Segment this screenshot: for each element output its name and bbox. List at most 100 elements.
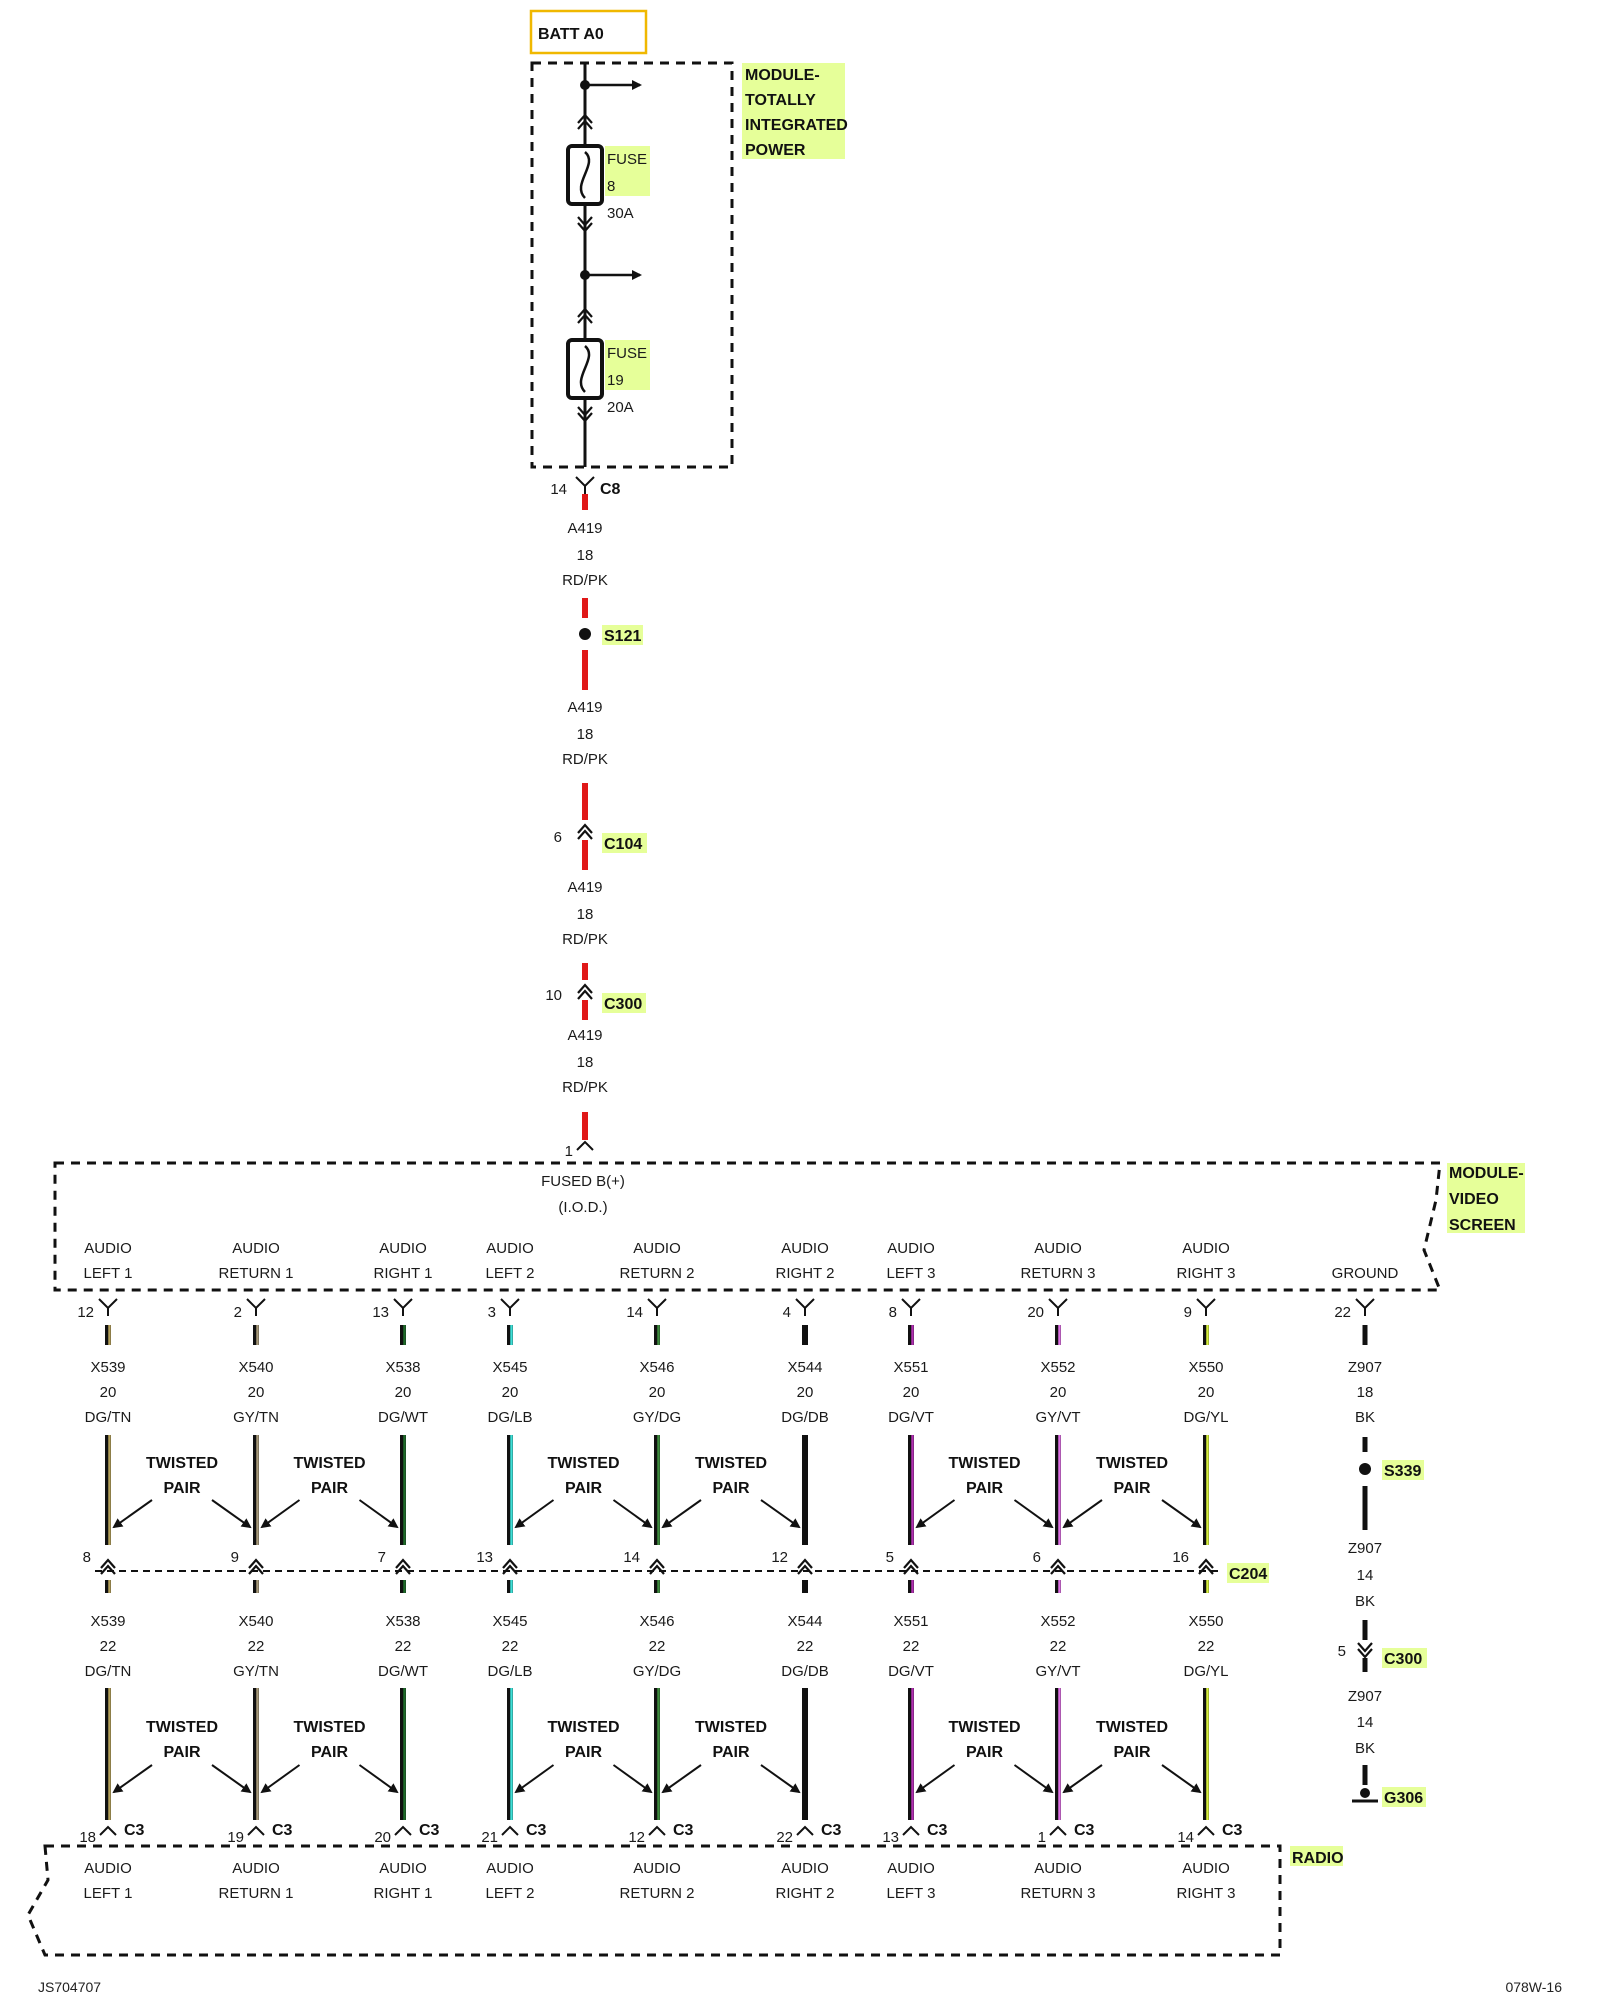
wire-gauge: 22 xyxy=(502,1638,519,1655)
twisted-pair-label: PAIR xyxy=(565,1480,602,1497)
module-pin: 3 xyxy=(488,1304,496,1321)
c3-name: C3 xyxy=(927,1822,948,1839)
wire-gauge: 20 xyxy=(1050,1384,1067,1401)
channel-name: AUDIO xyxy=(633,1240,681,1257)
wire-gauge: 22 xyxy=(395,1638,412,1655)
wire-circuit: X551 xyxy=(893,1359,928,1376)
radio-terminal xyxy=(247,1825,265,1836)
twisted-pair-label: TWISTED xyxy=(146,1719,218,1736)
ground-color: BK xyxy=(1355,1740,1375,1757)
twisted-pair-arrow xyxy=(358,1499,399,1529)
radio-label: AUDIO xyxy=(633,1860,681,1877)
c8-name: C8 xyxy=(600,481,621,498)
radio-label: RIGHT 2 xyxy=(776,1885,835,1902)
wire-color-code: GY/DG xyxy=(633,1409,681,1426)
ground-gauge: 14 xyxy=(1357,1567,1374,1584)
module-terminal xyxy=(901,1298,921,1316)
c204-pin: 8 xyxy=(83,1549,91,1566)
twisted-pair-label: PAIR xyxy=(311,1480,348,1497)
fuse-number: 8 xyxy=(607,178,615,195)
radio-pin: 1 xyxy=(1038,1829,1046,1846)
c204-name: C204 xyxy=(1229,1566,1267,1583)
fused-b-sub: (I.O.D.) xyxy=(558,1199,607,1216)
wire-color-code: DG/YL xyxy=(1183,1409,1228,1426)
wire-gauge: 22 xyxy=(903,1638,920,1655)
twisted-pair-arrow xyxy=(211,1499,252,1529)
radio-label: LEFT 1 xyxy=(84,1885,133,1902)
tipm-name-line: POWER xyxy=(745,142,806,159)
radio-label: RETURN 2 xyxy=(619,1885,694,1902)
c204-pin: 16 xyxy=(1172,1549,1189,1566)
feed-wire-gauge: 18 xyxy=(577,726,594,743)
radio-name: RADIO xyxy=(1292,1850,1344,1867)
twisted-pair-label: PAIR xyxy=(712,1480,749,1497)
fuse-label: FUSE xyxy=(607,345,647,362)
channel-name: AUDIO xyxy=(84,1240,132,1257)
feed-wire-circuit: A419 xyxy=(567,1027,602,1044)
radio-pin: 19 xyxy=(227,1829,244,1846)
wire-color-code: DG/TN xyxy=(85,1409,132,1426)
c104-name: C104 xyxy=(604,836,642,853)
c300-highlight xyxy=(602,993,646,1013)
radio-terminal xyxy=(648,1825,666,1836)
twisted-pair-arrow xyxy=(1013,1499,1054,1529)
wire-circuit: X544 xyxy=(787,1359,822,1376)
wire-gauge: 20 xyxy=(395,1384,412,1401)
module-pin: 2 xyxy=(234,1304,242,1321)
feed-wire-circuit: A419 xyxy=(567,879,602,896)
radio-label: AUDIO xyxy=(84,1860,132,1877)
feed-wire-color: RD/PK xyxy=(562,1079,608,1096)
twisted-pair-arrow xyxy=(1013,1764,1054,1794)
g306-highlight xyxy=(1382,1787,1426,1807)
wire-gauge: 22 xyxy=(649,1638,666,1655)
wire-color-code: GY/VT xyxy=(1035,1409,1080,1426)
radio-module-border xyxy=(26,1844,1282,1957)
wire-gauge: 20 xyxy=(1198,1384,1215,1401)
channel-name: AUDIO xyxy=(379,1240,427,1257)
s121-highlight xyxy=(602,625,643,645)
radio-pin: 18 xyxy=(79,1829,96,1846)
radio-label: AUDIO xyxy=(486,1860,534,1877)
fuse-label: FUSE xyxy=(607,151,647,168)
twisted-pair-arrow xyxy=(514,1764,555,1794)
wire-color-code: DG/LB xyxy=(487,1663,532,1680)
channel-name: LEFT 2 xyxy=(486,1265,535,1282)
wire-color-code: DG/WT xyxy=(378,1663,428,1680)
wire-color-code: DG/YL xyxy=(1183,1663,1228,1680)
wire-circuit: X545 xyxy=(492,1359,527,1376)
module-terminal xyxy=(500,1298,520,1316)
fuse-lower-chevron xyxy=(577,216,593,233)
ground-c300-pin: 5 xyxy=(1338,1643,1346,1660)
footer-code-right: 078W-16 xyxy=(1505,1979,1562,1995)
radio-terminal xyxy=(796,1825,814,1836)
channel-name: LEFT 3 xyxy=(887,1265,936,1282)
twisted-pair-label: TWISTED xyxy=(294,1455,366,1472)
channel-name: RIGHT 1 xyxy=(374,1265,433,1282)
twisted-pair-arrow xyxy=(915,1764,956,1794)
twisted-pair-arrow xyxy=(661,1764,702,1794)
video-module-name-line: SCREEN xyxy=(1449,1217,1516,1234)
c300-pin: 10 xyxy=(545,987,562,1004)
module-pin: 12 xyxy=(77,1304,94,1321)
tipm-name-line: INTEGRATED xyxy=(745,117,848,134)
twisted-pair-label: PAIR xyxy=(163,1480,200,1497)
wire-gauge: 22 xyxy=(100,1638,117,1655)
wire-gauge: 20 xyxy=(649,1384,666,1401)
wire-color-code: GY/TN xyxy=(233,1663,279,1680)
ground-circuit: Z907 xyxy=(1348,1359,1382,1376)
wire-circuit: X550 xyxy=(1188,1613,1223,1630)
twisted-pair-arrow xyxy=(1161,1499,1202,1529)
feed-wire-color: RD/PK xyxy=(562,751,608,768)
radio-label: LEFT 3 xyxy=(887,1885,936,1902)
fuse-upper-chevron xyxy=(577,113,593,130)
radio-pin: 14 xyxy=(1177,1829,1194,1846)
footer-code-left: JS704707 xyxy=(38,1979,101,1995)
ground-circuit: Z907 xyxy=(1348,1688,1382,1705)
wire-color-code: GY/DG xyxy=(633,1663,681,1680)
twisted-pair-label: TWISTED xyxy=(949,1719,1021,1736)
wire-circuit: X546 xyxy=(639,1613,674,1630)
wire-gauge: 20 xyxy=(903,1384,920,1401)
radio-pin: 12 xyxy=(628,1829,645,1846)
ground-gauge: 14 xyxy=(1357,1714,1374,1731)
batt-box xyxy=(529,9,648,55)
